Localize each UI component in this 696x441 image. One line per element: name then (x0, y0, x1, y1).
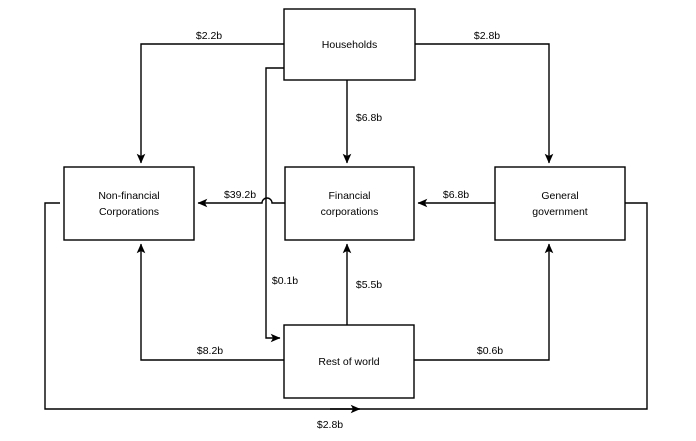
edge-label-restofworld-to-nfc: $8.2b (197, 345, 223, 357)
node-box-non-financial-corporations[interactable] (63, 166, 195, 241)
edge-label-fincorp-to-nfc: $39.2b (224, 189, 256, 201)
edge-label-government-to-fincorp: $6.8b (443, 189, 469, 201)
edge-restofworld-to-nfc (136, 243, 284, 361)
edge-label-households-to-nfc: $2.2b (196, 30, 222, 42)
node-non-financial-corporations[interactable]: Non-financial Corporations (63, 166, 195, 241)
node-households[interactable]: Households (283, 8, 416, 81)
node-box-general-government[interactable] (494, 166, 626, 241)
node-label-rest-of-world: Rest of world (318, 356, 379, 368)
edge-label-households-to-restofworld: $0.1b (272, 275, 298, 287)
edge-label-government-to-nfc: $2.8b (317, 419, 343, 431)
edge-fincorp-to-nfc (197, 197, 285, 208)
node-general-government[interactable]: General government (494, 166, 626, 241)
node-box-rest-of-world[interactable] (283, 324, 415, 399)
edge-restofworld-to-government (414, 243, 554, 361)
node-label-financial-corporations-line1: Financial (328, 190, 370, 202)
edge-label-restofworld-to-fincorp: $5.5b (356, 279, 382, 291)
node-label-general-government-line2: government (532, 206, 588, 218)
edge-label-restofworld-to-government: $0.6b (477, 345, 503, 357)
node-label-households: Households (322, 39, 377, 51)
node-box-households[interactable] (283, 8, 416, 81)
edge-households-to-restofworld (265, 67, 284, 343)
edge-households-to-government (415, 43, 554, 164)
node-label-financial-corporations-line2: corporations (321, 206, 379, 218)
node-rest-of-world[interactable]: Rest of world (283, 324, 415, 399)
node-label-non-financial-corporations-line1: Non-financial (98, 190, 159, 202)
node-box-financial-corporations[interactable] (284, 166, 415, 241)
edge-households-to-nfc (136, 43, 284, 164)
edge-label-households-to-government: $2.8b (474, 30, 500, 42)
node-label-general-government-line1: General (541, 190, 578, 202)
edge-label-households-to-fincorp: $6.8b (356, 112, 382, 124)
node-financial-corporations[interactable]: Financial corporations (284, 166, 415, 241)
node-label-non-financial-corporations-line2: Corporations (99, 206, 159, 218)
